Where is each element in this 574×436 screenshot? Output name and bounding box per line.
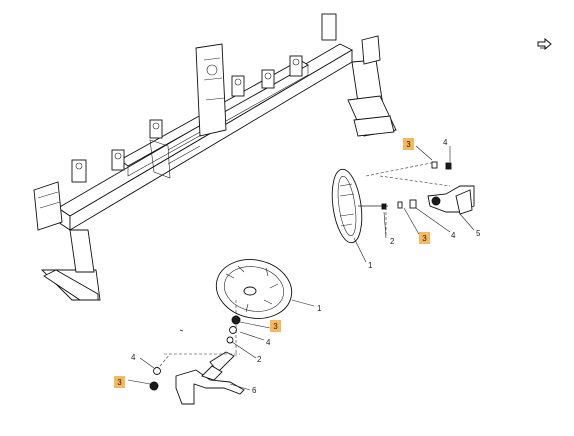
svg-text:3: 3: [117, 378, 122, 387]
svg-text:2: 2: [257, 355, 262, 364]
leader-lines: [127, 145, 475, 391]
svg-text:1: 1: [317, 304, 322, 313]
lower-disc-assembly: [149, 259, 293, 405]
callout-c-mid-1: 1: [368, 261, 373, 270]
callout-c-mid-4: 4: [451, 231, 456, 240]
callout-c-bot-6: 6: [252, 386, 257, 395]
svg-text:1: 1: [368, 261, 373, 270]
callout-c-bot-4a: 4: [266, 338, 271, 347]
svg-text:2: 2: [390, 237, 395, 246]
svg-text:4: 4: [443, 138, 448, 147]
callout-c-top-3: 3: [403, 138, 414, 150]
toolbar-frame: [33, 13, 397, 301]
callout-c-top-4: 4: [443, 138, 448, 147]
callout-c-mid-3: 3: [419, 232, 430, 244]
svg-text:6: 6: [252, 386, 257, 395]
svg-text:4: 4: [451, 231, 456, 240]
callout-c-mid-2: 2: [390, 237, 395, 246]
callout-c-bot-3a: 3: [270, 320, 281, 332]
svg-text:4: 4: [266, 338, 271, 347]
svg-text:3: 3: [273, 322, 278, 331]
svg-text:3: 3: [406, 140, 411, 149]
callout-c-bot-3b: 3: [114, 376, 125, 388]
upper-disc-assembly: [331, 161, 475, 244]
svg-text:4: 4: [131, 353, 136, 362]
next-arrow-icon[interactable]: [537, 37, 552, 51]
svg-text:5: 5: [476, 229, 481, 238]
callout-c-bot-2: 2: [257, 355, 262, 364]
callout-c-bot-1: 1: [317, 304, 322, 313]
callout-c-bot-4b: 4: [131, 353, 136, 362]
svg-text:3: 3: [422, 234, 427, 243]
callout-c-mid-5: 5: [476, 229, 481, 238]
